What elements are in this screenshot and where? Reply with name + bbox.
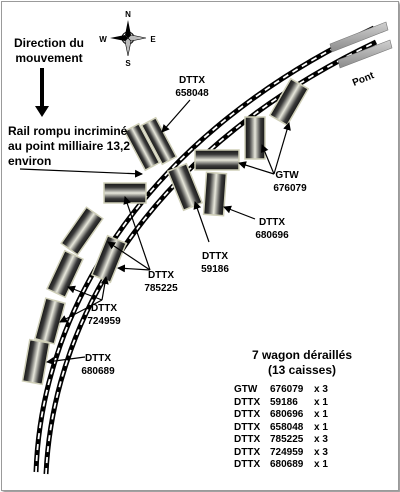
svg-text:DTTX: DTTX xyxy=(179,75,205,86)
summary-row-count: x 1 xyxy=(314,396,328,408)
leader-arrows xyxy=(19,99,291,366)
summary-row-type: DTTX xyxy=(234,396,261,408)
direction-arrowhead xyxy=(35,106,49,117)
summary-row: DTTX 680689 x 1 xyxy=(234,459,370,472)
compass-s: S xyxy=(125,59,131,68)
car-dttx-59186 xyxy=(166,162,204,212)
svg-text:DTTX: DTTX xyxy=(202,251,228,262)
bridge xyxy=(329,21,393,69)
summary-title: 7 wagon déraillés xyxy=(251,348,353,362)
summary-row-type: DTTX xyxy=(234,421,261,433)
car-dttx-658048-a xyxy=(123,122,161,172)
summary-box: 7 wagon déraillés (13 caisses) GTW 676079… xyxy=(234,348,370,472)
rail-note: Rail rompu incriminé au point milliaire … xyxy=(8,124,131,168)
svg-text:676079: 676079 xyxy=(273,183,307,194)
label-dttx-658048: DTTX 658048 xyxy=(175,75,209,99)
summary-row: DTTX 59186 x 1 xyxy=(234,397,370,410)
svg-text:DTTX: DTTX xyxy=(259,217,285,228)
car-dttx-680696 xyxy=(202,171,228,217)
svg-text:658048: 658048 xyxy=(175,88,209,99)
svg-text:59186: 59186 xyxy=(201,264,229,275)
summary-row-num: 680696 xyxy=(270,409,304,420)
summary-row-count: x 1 xyxy=(314,459,328,470)
summary-row: DTTX 680696 x 1 xyxy=(234,409,370,422)
label-dttx-724959: DTTX 724959 xyxy=(87,303,121,327)
car-dttx-658048-b xyxy=(140,116,178,166)
label-dttx-680689: DTTX 680689 xyxy=(81,353,115,377)
label-gtw-676079: GTW 676079 xyxy=(273,170,307,194)
summary-row: DTTX 724959 x 3 xyxy=(234,447,370,460)
summary-row-num: 724959 xyxy=(270,446,304,458)
summary-row: DTTX 785225 x 3 xyxy=(234,434,370,447)
car-dttx-724959-b xyxy=(33,297,67,345)
car-dttx-724959-a xyxy=(46,249,84,299)
summary-row-count: x 3 xyxy=(314,434,328,445)
summary-row-type: DTTX xyxy=(234,459,261,470)
summary-row-count: x 1 xyxy=(314,421,328,433)
summary-row-num: 785225 xyxy=(270,434,304,445)
svg-text:DTTX: DTTX xyxy=(85,353,111,364)
summary-row-num: 680689 xyxy=(270,459,304,470)
compass-icon xyxy=(110,20,147,57)
bridge-label: Pont xyxy=(351,70,376,89)
car-gtw-676079-c xyxy=(194,149,240,171)
summary-row: GTW 676079 x 3 xyxy=(234,384,370,397)
derailed-cars xyxy=(21,77,310,386)
summary-row-count: x 1 xyxy=(314,409,328,420)
svg-text:DTTX: DTTX xyxy=(91,303,117,314)
summary-row-type: DTTX xyxy=(234,446,261,458)
label-dttx-680696: DTTX 680696 xyxy=(255,217,289,241)
summary-row-num: 59186 xyxy=(270,396,298,408)
svg-text:724959: 724959 xyxy=(87,316,121,327)
car-gtw-676079-a xyxy=(268,77,310,127)
svg-text:GTW: GTW xyxy=(275,170,299,181)
compass-n: N xyxy=(125,10,131,19)
summary-row-type: DTTX xyxy=(234,434,261,445)
direction-label: Direction du mouvement xyxy=(13,36,84,65)
summary-subtitle: (13 caisses) xyxy=(267,363,337,377)
summary-row-count: x 3 xyxy=(314,446,328,458)
compass-e: E xyxy=(150,35,156,44)
summary-row-type: GTW xyxy=(234,384,258,395)
summary-row-num: 658048 xyxy=(270,421,304,433)
label-dttx-785225: DTTX 785225 xyxy=(144,270,178,294)
summary-row-type: DTTX xyxy=(234,409,261,420)
compass-w: W xyxy=(99,35,107,44)
summary-row: DTTX 658048 x 1 xyxy=(234,422,370,435)
car-dttx-680689 xyxy=(21,338,51,386)
summary-row-count: x 3 xyxy=(314,384,328,395)
car-dttx-785225-b xyxy=(60,206,104,256)
summary-row-num: 676079 xyxy=(270,384,304,395)
svg-text:DTTX: DTTX xyxy=(148,270,174,281)
svg-text:680689: 680689 xyxy=(81,366,115,377)
svg-text:680696: 680696 xyxy=(255,230,289,241)
car-gtw-676079-b xyxy=(244,116,266,160)
svg-text:785225: 785225 xyxy=(144,283,178,294)
car-dttx-785225-a xyxy=(103,182,147,204)
label-dttx-59186: DTTX 59186 xyxy=(201,251,229,275)
